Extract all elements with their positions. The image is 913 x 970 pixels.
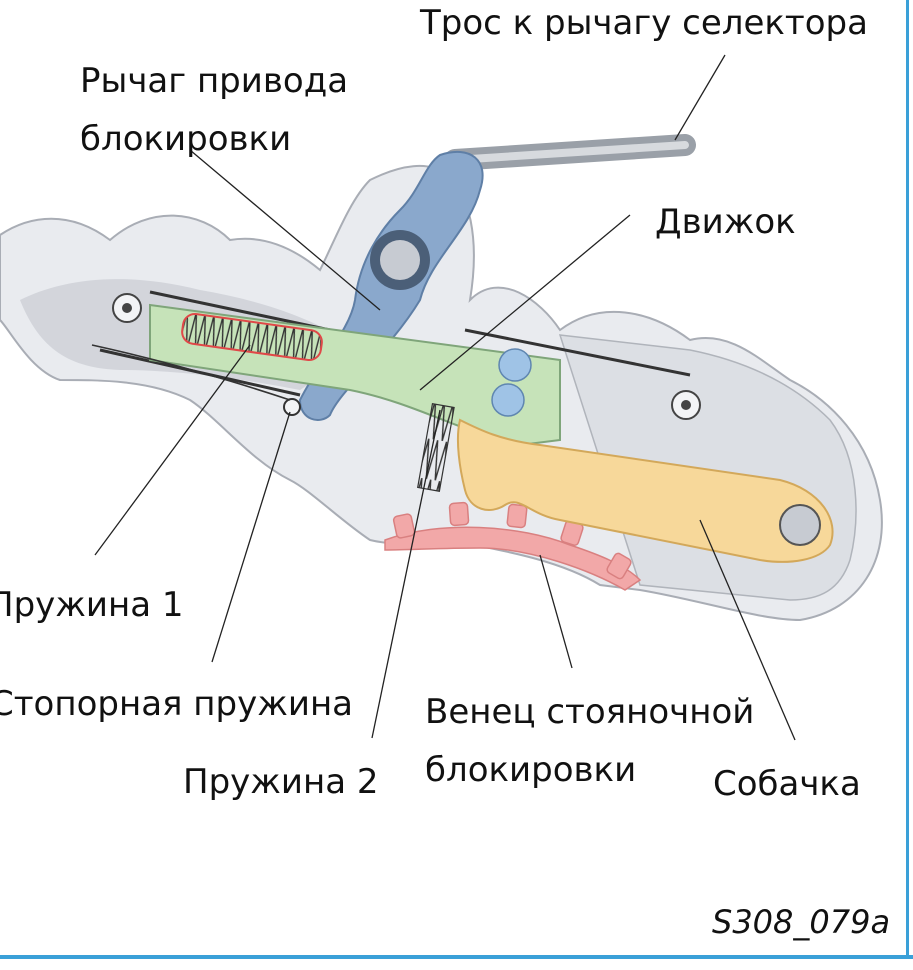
leader-retaining-spring — [211, 411, 291, 663]
guide-rail-top — [149, 290, 331, 332]
spring-2 — [417, 403, 455, 492]
label-spring-1: Пружина 1 — [0, 585, 184, 625]
leader-ring-gear — [539, 554, 573, 669]
label-retaining-spring: Стопорная пружина — [0, 684, 354, 724]
frame-border-right — [906, 0, 909, 958]
parking-lock-ring-gear — [384, 526, 642, 591]
label-pawl: Собачка — [713, 764, 861, 804]
retaining-spring-pin — [283, 398, 301, 416]
ball-bottom — [491, 383, 525, 417]
pawl — [456, 418, 834, 563]
frame-border-bottom — [0, 955, 913, 959]
leader-spring1 — [94, 344, 251, 556]
leader-cable — [674, 54, 726, 141]
figure-code: S308_079a — [712, 903, 891, 941]
label-spring-2: Пружина 2 — [183, 762, 379, 802]
label-lock-actuator-lever: Рычаг привода блокировки — [80, 61, 349, 159]
ball-top — [498, 348, 532, 382]
label-ring-gear: Венец стояночной блокировки — [425, 692, 755, 790]
pawl-pivot — [779, 504, 821, 546]
guide-rail-right — [464, 328, 691, 377]
label-slider: Движок — [655, 202, 796, 242]
leader-pawl — [699, 519, 796, 741]
label-selector-cable: Трос к рычагу селектора — [420, 3, 868, 43]
leader-spring2 — [371, 409, 441, 739]
leader-lever — [189, 149, 381, 311]
spring-1 — [181, 312, 323, 362]
leader-slider — [419, 214, 631, 391]
